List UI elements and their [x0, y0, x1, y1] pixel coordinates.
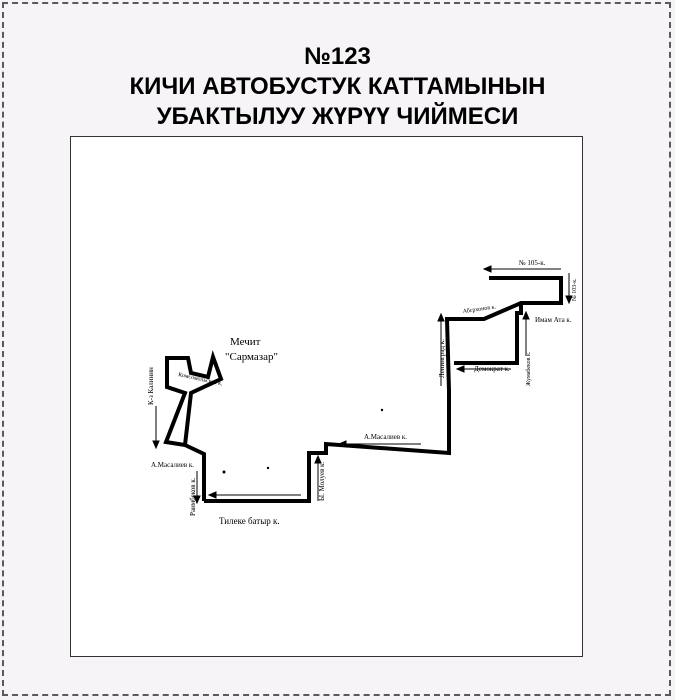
route-map: Мечит "Сармазар" К-з Калинин Комсомольск… — [70, 136, 583, 657]
street-lenin: Ленинград к. — [438, 339, 446, 378]
street-tileke: Тилеке батыр к. — [219, 516, 280, 526]
landmark-label-2: "Сармазар" — [225, 351, 278, 363]
street-aberkhon: Абсрхонов к. — [462, 303, 497, 315]
route-right — [454, 303, 523, 365]
landmark-label-1: Мечит — [230, 336, 261, 348]
arrow-head — [314, 454, 322, 464]
route-number: №123 — [304, 43, 371, 70]
street-masaliev-left: А.Масалиев к. — [151, 461, 194, 469]
direction-arrows — [152, 265, 573, 505]
street-zhumabek: Жумабеков к. — [525, 351, 532, 386]
dot — [380, 408, 384, 412]
street-105: № 105-к. — [519, 259, 546, 267]
title-line-1: КИЧИ АВТОБУСТУК КАТТАМЫНЫН — [129, 73, 546, 100]
route-main — [204, 276, 563, 503]
route-line — [163, 276, 563, 503]
title-block: №123 КИЧИ АВТОБУСТУК КАТТАМЫНЫН УБАКТЫЛУ… — [0, 42, 675, 132]
dot — [266, 466, 270, 470]
arrow-head — [522, 310, 530, 320]
street-demokrat: Демократ к. — [474, 365, 510, 373]
street-imam: Имам Ата к. — [535, 316, 572, 324]
arrow-head — [565, 295, 573, 305]
arrow-head — [152, 440, 160, 450]
arrow-head — [337, 440, 347, 448]
street-103: № 103-к. — [572, 278, 578, 301]
dot — [222, 470, 226, 474]
route-map-svg: Мечит "Сармазар" К-з Калинин Комсомольск… — [147, 259, 578, 526]
arrow-head — [193, 495, 201, 505]
route-left-loop — [163, 350, 224, 501]
street-masaliev-mid: А.Масалиев к. — [364, 433, 407, 441]
street-kaltsin: К-з Калинин — [147, 367, 155, 405]
street-raimbekov: Раимбеков к. — [189, 477, 197, 516]
dots — [222, 408, 384, 474]
arrow-head — [455, 365, 465, 373]
arrow-head — [482, 265, 492, 273]
street-moldo: Ы. Молуев к. — [318, 461, 326, 501]
title-line-2: УБАКТЫЛУУ ЖҮРҮҮ ЧИЙМЕСИ — [156, 103, 519, 130]
arrow-head — [207, 491, 217, 499]
arrow-head — [437, 312, 445, 322]
